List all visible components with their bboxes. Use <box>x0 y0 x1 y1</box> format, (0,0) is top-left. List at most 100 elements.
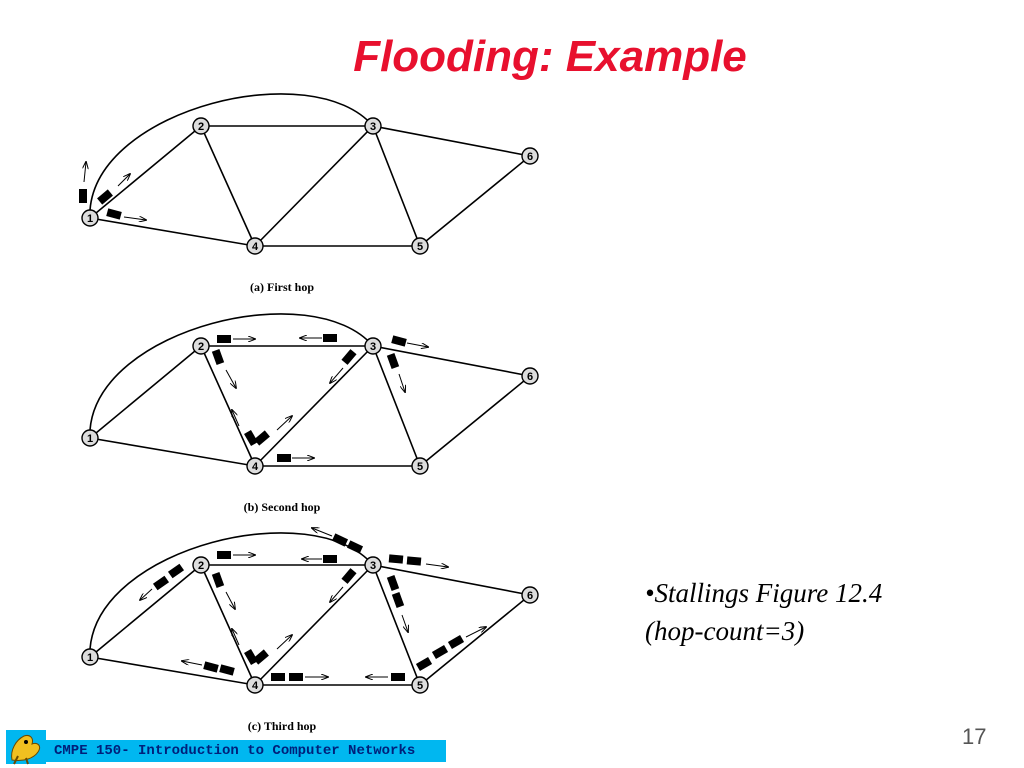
node-label-6: 6 <box>527 151 533 163</box>
node-6 <box>521 147 539 165</box>
figure-reference-note: •Stallings Figure 12.4 (hop-count=3) <box>645 574 882 650</box>
link-1-4 <box>89 217 256 247</box>
link-3-4 <box>254 345 374 467</box>
link-3-6 <box>372 564 531 596</box>
node-label-1: 1 <box>87 652 93 664</box>
arrow-icon <box>225 591 235 609</box>
arrow-icon <box>140 588 153 600</box>
node-label-5: 5 <box>417 241 423 253</box>
packet-icon <box>203 661 219 673</box>
packet-icon <box>391 673 405 681</box>
node-5 <box>411 237 429 255</box>
packet-icon <box>97 189 113 205</box>
link-1-2 <box>89 564 202 658</box>
link-1-4 <box>89 656 256 686</box>
node-5 <box>411 676 429 694</box>
arrow-icon <box>182 661 203 666</box>
node-label-4: 4 <box>252 461 259 473</box>
packet-icon <box>79 189 87 203</box>
link-1-3 <box>89 313 374 431</box>
packet-icon <box>391 592 405 608</box>
link-1-3 <box>89 93 374 211</box>
node-2 <box>192 337 210 355</box>
link-2-4 <box>200 125 256 247</box>
node-4 <box>246 457 264 475</box>
node-3 <box>364 337 382 355</box>
note-line-1: •Stallings Figure 12.4 <box>645 578 883 608</box>
node-label-3: 3 <box>370 121 376 133</box>
node-4 <box>246 237 264 255</box>
link-2-4 <box>200 564 256 686</box>
node-2 <box>192 556 210 574</box>
packet-icon <box>271 673 285 681</box>
packet-icon <box>323 555 337 563</box>
link-3-6 <box>372 125 531 157</box>
node-label-6: 6 <box>527 590 533 602</box>
arrow-icon <box>425 564 448 567</box>
link-3-4 <box>254 125 374 247</box>
arrow-icon <box>232 629 240 646</box>
caption-first-hop: (a) First hop <box>250 280 314 294</box>
arrow-icon <box>398 373 405 392</box>
link-5-6 <box>419 594 531 686</box>
node-label-4: 4 <box>252 241 259 253</box>
packet-icon <box>289 673 303 681</box>
packet-icon <box>244 429 258 447</box>
node-5 <box>411 457 429 475</box>
node-1 <box>81 648 99 666</box>
link-3-5 <box>372 564 421 686</box>
footer-bar <box>44 740 446 762</box>
node-label-2: 2 <box>198 121 204 133</box>
packet-icon <box>167 563 185 579</box>
packet-icon <box>406 556 422 566</box>
packet-icon <box>331 533 349 547</box>
packet-icon <box>388 554 404 564</box>
packet-icon <box>217 551 231 559</box>
arrow-icon <box>465 627 486 638</box>
packet-icon <box>211 349 225 365</box>
arrow-icon <box>401 614 408 632</box>
arrow-icon <box>276 416 292 431</box>
packet-icon <box>244 648 258 666</box>
node-1 <box>81 429 99 447</box>
packet-icon <box>447 635 465 649</box>
node-2 <box>192 117 210 135</box>
packet-icon <box>346 540 364 554</box>
packet-icon <box>386 575 400 591</box>
link-3-5 <box>372 345 421 467</box>
arrow-icon <box>117 174 130 187</box>
link-3-6 <box>372 345 531 377</box>
node-label-5: 5 <box>417 680 423 692</box>
packet-icon <box>152 575 170 591</box>
page-number: 17 <box>962 724 987 749</box>
diagram-first-hop: 1 2 3 4 5 6 <box>79 93 539 255</box>
link-3-5 <box>372 125 421 247</box>
node-6 <box>521 367 539 385</box>
node-label-1: 1 <box>87 213 93 225</box>
node-label-5: 5 <box>417 461 423 473</box>
packet-icon <box>415 657 433 671</box>
packet-icon <box>341 349 357 365</box>
arrow-icon <box>84 162 86 183</box>
link-5-6 <box>419 155 531 247</box>
node-label-3: 3 <box>370 560 376 572</box>
link-2-4 <box>200 345 256 467</box>
slide-title: Flooding: Example <box>353 32 747 81</box>
packet-icon <box>386 353 400 369</box>
node-1 <box>81 209 99 227</box>
packet-icon <box>219 664 235 676</box>
arrow-icon <box>312 528 333 537</box>
logo-icon <box>6 730 46 765</box>
link-3-4 <box>254 564 374 686</box>
footer-course-title: CMPE 150- Introduction to Computer Netwo… <box>54 743 416 759</box>
packet-icon <box>391 335 407 347</box>
node-label-1: 1 <box>87 433 93 445</box>
link-1-2 <box>89 345 202 439</box>
arrow-icon <box>330 367 344 383</box>
node-6 <box>521 586 539 604</box>
arrow-icon <box>276 635 292 650</box>
node-label-3: 3 <box>370 341 376 353</box>
packet-icon <box>106 208 122 220</box>
